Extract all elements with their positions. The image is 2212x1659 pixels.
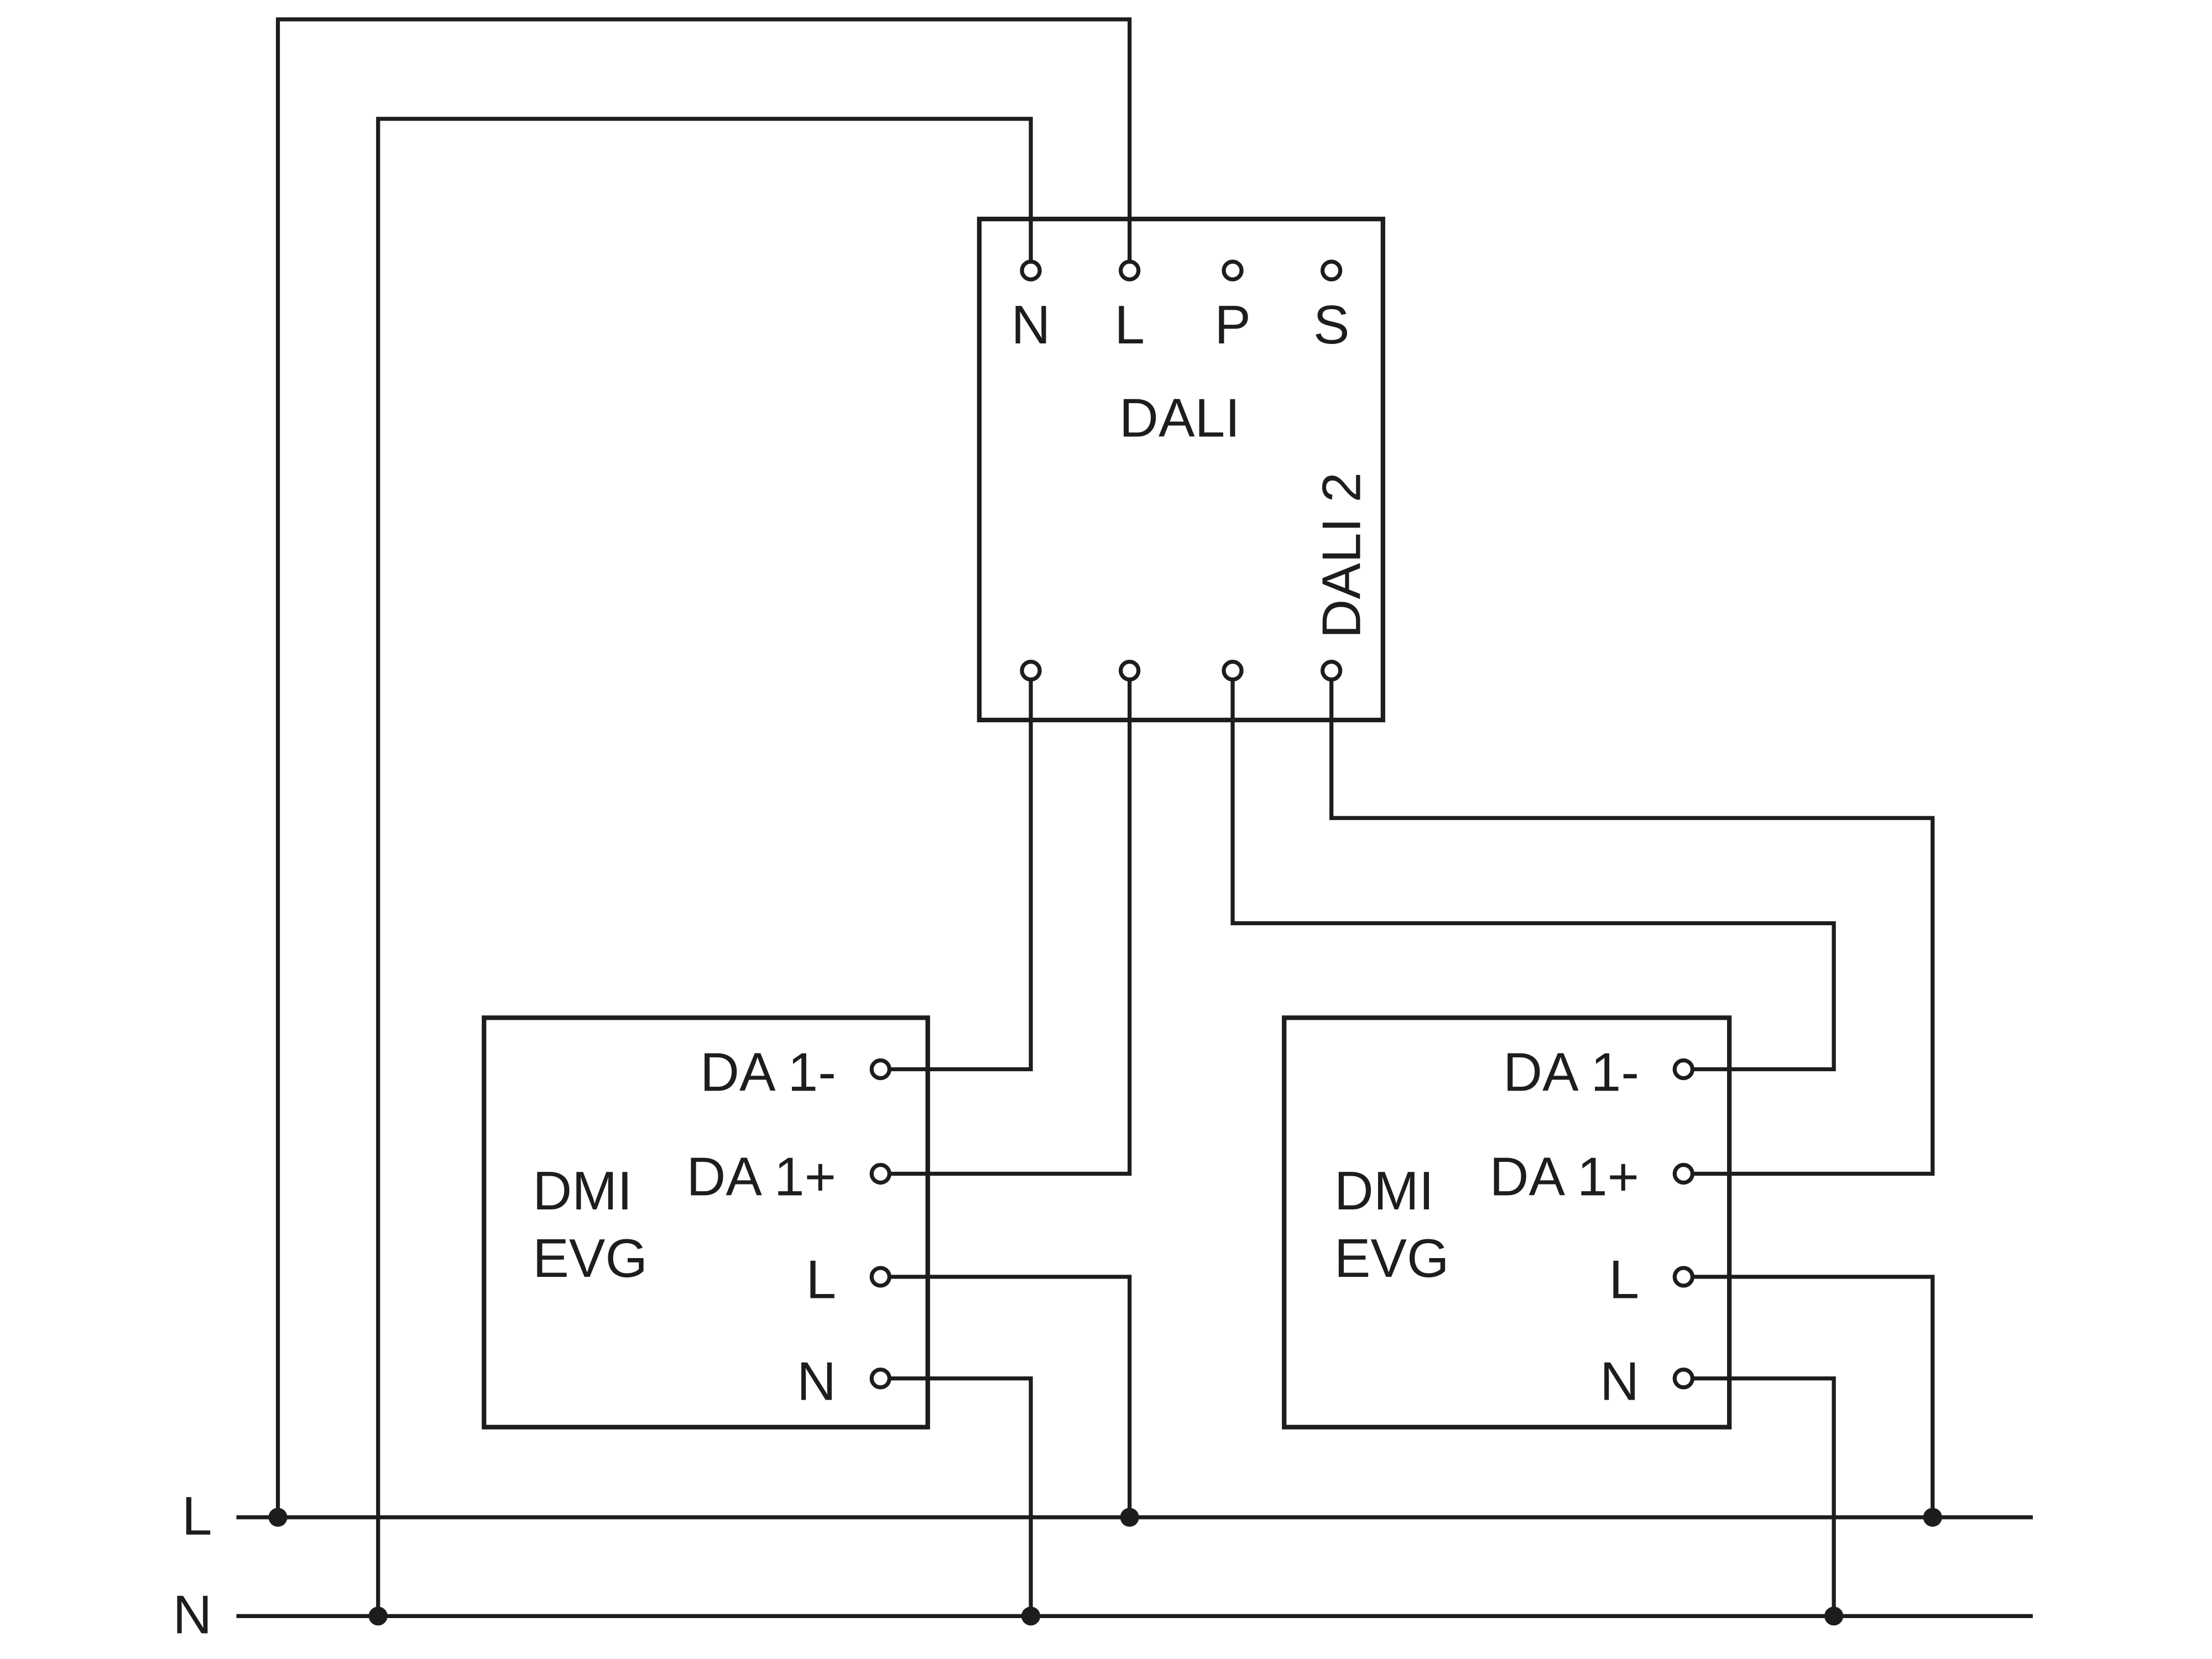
left-da1minus-circle <box>869 1058 891 1081</box>
left-l-circle <box>869 1266 891 1288</box>
junction-dot <box>1021 1606 1041 1626</box>
wires <box>236 17 2033 1618</box>
left-da1minus-label: DA 1- <box>700 1041 836 1102</box>
dali-terminal-s-label: S <box>1313 294 1350 355</box>
dali-terminal-p-circle <box>1222 259 1244 281</box>
wire-right-l-to-live-bus <box>1692 1275 1935 1517</box>
left-n-circle <box>869 1367 891 1390</box>
dali-top-terminal-circles <box>1020 259 1343 281</box>
dali-bottom-terminal-2-circle <box>1119 660 1141 682</box>
left-da1plus-circle <box>869 1162 891 1185</box>
junction-dots <box>268 1507 1942 1626</box>
junction-dot <box>368 1606 388 1626</box>
junction-dot <box>1824 1606 1844 1626</box>
right-ballast-name-line2: EVG <box>1334 1228 1449 1288</box>
mains-labels: L N <box>173 1485 212 1645</box>
dali-terminal-s-circle <box>1320 259 1343 281</box>
right-da1plus-circle <box>1672 1162 1695 1185</box>
dali-bottom-terminal-circles <box>1020 660 1343 682</box>
neutral-bus-label: N <box>173 1584 212 1645</box>
live-bus-label: L <box>182 1485 212 1546</box>
dali-bottom-terminal-3-circle <box>1222 660 1244 682</box>
right-l-label: L <box>1609 1249 1639 1310</box>
dali-terminal-n-label: N <box>1011 294 1051 355</box>
left-l-label: L <box>806 1249 836 1310</box>
dali-terminal-n-circle <box>1020 259 1042 281</box>
right-ballast-terminal-circles <box>1672 1058 1695 1390</box>
right-ballast-labels: DA 1- DA 1+ L N DMI EVG <box>1334 1041 1639 1411</box>
dali-unit-box <box>977 216 1385 723</box>
wire-mains-live-to-dali-l <box>275 17 1132 1517</box>
wire-dali-to-left-da1minus <box>889 679 1033 1072</box>
wire-mains-neutral-to-dali-n <box>376 117 1033 1616</box>
right-n-circle <box>1672 1367 1695 1390</box>
dali-bottom-terminal-4-circle <box>1320 660 1343 682</box>
junction-dot <box>1120 1507 1139 1527</box>
dali-terminal-l-circle <box>1119 259 1141 281</box>
left-da1plus-label: DA 1+ <box>686 1146 836 1207</box>
left-n-label: N <box>797 1350 836 1411</box>
wire-dali2-to-right-da1plus <box>1329 679 1935 1176</box>
right-da1minus-circle <box>1672 1058 1695 1081</box>
left-ballast-name-line1: DMI <box>533 1160 632 1221</box>
right-l-circle <box>1672 1266 1695 1288</box>
left-ballast-labels: DA 1- DA 1+ L N DMI EVG <box>533 1041 836 1411</box>
right-da1plus-label: DA 1+ <box>1489 1146 1639 1207</box>
dmi-evg-right-box <box>1282 1015 1732 1430</box>
junction-dot <box>1923 1507 1942 1527</box>
wire-dali-to-left-da1plus <box>889 679 1132 1176</box>
wire-left-l-to-live-bus <box>889 1275 1132 1517</box>
right-ballast-name-line1: DMI <box>1334 1160 1434 1221</box>
wire-dali-to-right-da1minus <box>1230 679 1836 1072</box>
dmi-evg-left-box <box>482 1015 930 1430</box>
dali-terminal-l-label: L <box>1114 294 1145 355</box>
wire-left-n-to-neutral-bus <box>889 1376 1033 1616</box>
wire-right-n-to-neutral-bus <box>1692 1376 1836 1616</box>
right-n-label: N <box>1600 1350 1639 1411</box>
dali-bottom-terminal-1-circle <box>1020 660 1042 682</box>
left-ballast-name-line2: EVG <box>533 1228 648 1288</box>
dali-unit-labels: N L P S DALI DALI 2 <box>1011 294 1372 638</box>
left-ballast-terminal-circles <box>869 1058 891 1390</box>
dali2-side-label: DALI 2 <box>1311 472 1371 639</box>
dali-unit-title: DALI <box>1119 387 1240 448</box>
junction-dot <box>268 1507 288 1527</box>
right-da1minus-label: DA 1- <box>1503 1041 1639 1102</box>
dali-terminal-p-label: P <box>1214 294 1251 355</box>
